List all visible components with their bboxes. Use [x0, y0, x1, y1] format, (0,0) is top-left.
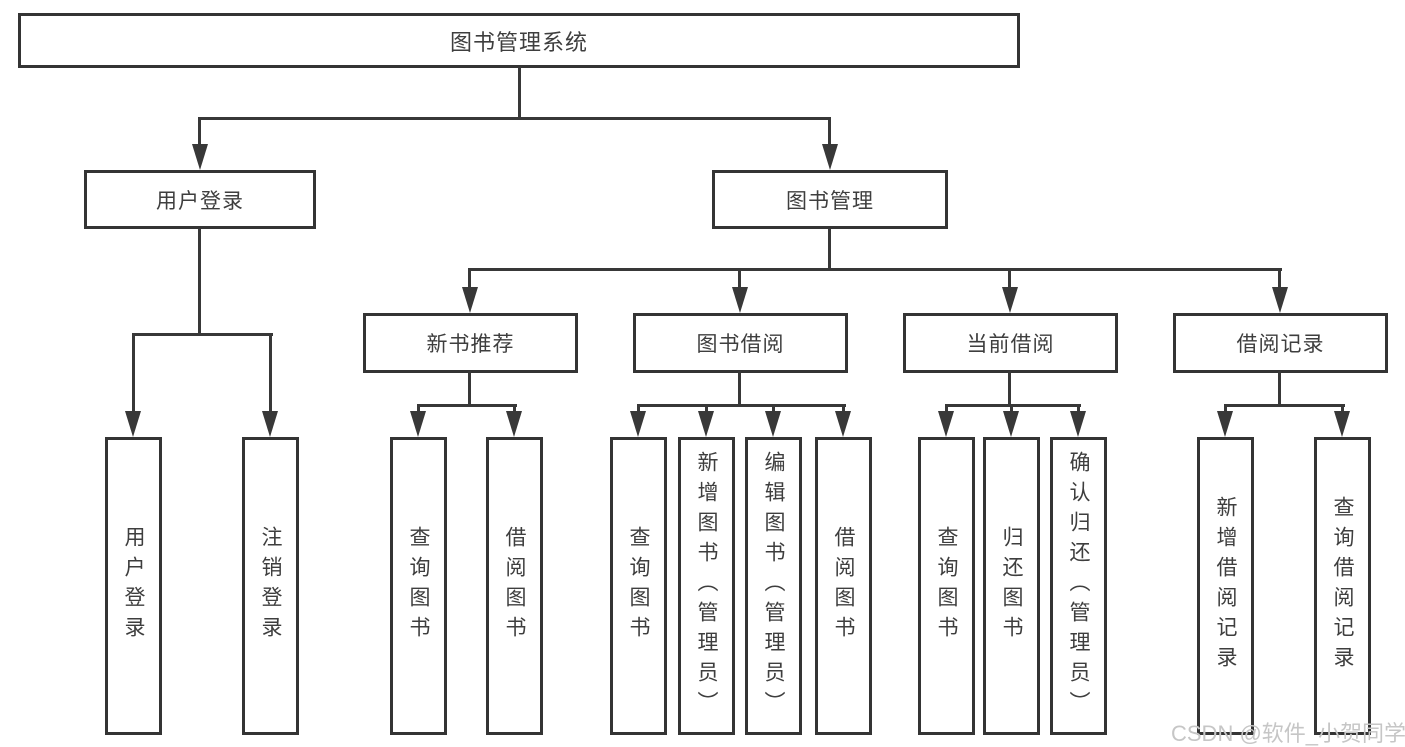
connector-root-vertical [518, 67, 521, 120]
connector-borrowing-drop-3 [772, 404, 775, 414]
connector-userlogin-drop-1 [132, 333, 135, 413]
leaf-label: 注销登录 [259, 526, 282, 646]
leaf-records-add-borrow-record: 新增借阅记录 [1197, 437, 1254, 735]
connector-userlogin-vertical [198, 228, 201, 336]
arrow-down-icon [506, 411, 522, 437]
arrow-down-icon [1334, 411, 1350, 437]
arrow-down-icon [1272, 287, 1288, 313]
leaf-label: 借阅图书 [832, 526, 855, 646]
connector-current-vertical [1008, 371, 1011, 407]
connector-records-drop-1 [1224, 404, 1227, 414]
leaf-current-query-books: 查询图书 [918, 437, 975, 735]
connector-root-drop-left [198, 117, 201, 147]
connector-current-drop-2 [1010, 404, 1013, 414]
leaf-borrowing-query-books: 查询图书 [610, 437, 667, 735]
leaf-label: 确认归还（管理员） [1067, 451, 1090, 721]
connector-current-drop-3 [1077, 404, 1080, 414]
connector-newbook-drop-1 [417, 404, 420, 414]
watermark-text: CSDN @软件_小贺同学 [1171, 721, 1405, 746]
node-label: 图书管理系统 [449, 29, 588, 55]
leaf-label: 查询图书 [407, 526, 430, 646]
arrow-down-icon [822, 144, 838, 170]
connector-newbook-bus [417, 404, 517, 407]
connector-borrowing-drop-1 [637, 404, 640, 414]
leaf-newbook-borrow-books: 借阅图书 [486, 437, 543, 735]
connector-borrowing-drop-2 [705, 404, 708, 414]
leaf-borrowing-edit-books-admin: 编辑图书（管理员） [745, 437, 802, 735]
node-user-login: 用户登录 [84, 170, 316, 229]
arrow-down-icon [1002, 287, 1018, 313]
leaf-current-return-books: 归还图书 [983, 437, 1040, 735]
leaf-label: 归还图书 [1000, 526, 1023, 646]
connector-borrowing-drop-4 [842, 404, 845, 414]
arrow-down-icon [462, 287, 478, 313]
leaf-label: 查询图书 [935, 526, 958, 646]
node-label: 图书管理 [786, 189, 874, 213]
leaf-label: 新增借阅记录 [1214, 496, 1237, 676]
leaf-records-query-borrow-record: 查询借阅记录 [1314, 437, 1371, 735]
arrow-down-icon [765, 411, 781, 437]
arrow-down-icon [192, 144, 208, 170]
connector-records-bus [1224, 404, 1345, 407]
node-book-management: 图书管理 [712, 170, 948, 229]
connector-newbook-drop-2 [513, 404, 516, 414]
connector-current-bus [945, 404, 1081, 407]
node-new-book-recommend: 新书推荐 [363, 313, 578, 373]
connector-root-drop-right [828, 117, 831, 147]
connector-bookmgmt-drop-3 [1008, 268, 1011, 290]
connector-current-drop-1 [945, 404, 948, 414]
arrow-down-icon [938, 411, 954, 437]
arrow-down-icon [262, 411, 278, 437]
node-label: 用户登录 [156, 189, 244, 213]
connector-bookmgmt-bus [468, 268, 1282, 271]
arrow-down-icon [1070, 411, 1086, 437]
connector-records-vertical [1278, 371, 1281, 407]
leaf-label: 借阅图书 [503, 526, 526, 646]
node-label: 图书借阅 [696, 333, 785, 356]
connector-borrowing-vertical [738, 371, 741, 407]
node-label: 新书推荐 [426, 333, 515, 356]
leaf-borrowing-add-books-admin: 新增图书（管理员） [678, 437, 735, 735]
arrow-down-icon [1217, 411, 1233, 437]
leaf-label: 新增图书（管理员） [695, 451, 718, 721]
connector-bookmgmt-drop-2 [738, 268, 741, 290]
arrow-down-icon [125, 411, 141, 437]
arrow-down-icon [1003, 411, 1019, 437]
leaf-user-login: 用户登录 [105, 437, 162, 735]
connector-userlogin-drop-2 [269, 333, 272, 413]
connector-userlogin-bus [132, 333, 273, 336]
arrow-down-icon [630, 411, 646, 437]
connector-borrowing-bus [637, 404, 846, 407]
node-book-borrowing: 图书借阅 [633, 313, 848, 373]
node-label: 当前借阅 [966, 333, 1055, 356]
arrow-down-icon [698, 411, 714, 437]
arrow-down-icon [835, 411, 851, 437]
connector-bookmgmt-drop-4 [1278, 268, 1281, 290]
leaf-borrowing-borrow-books: 借阅图书 [815, 437, 872, 735]
leaf-logout: 注销登录 [242, 437, 299, 735]
leaf-label: 编辑图书（管理员） [762, 451, 785, 721]
connector-root-bus [198, 117, 831, 120]
connector-newbook-vertical [468, 371, 471, 407]
arrow-down-icon [410, 411, 426, 437]
node-current-borrowing: 当前借阅 [903, 313, 1118, 373]
connector-records-drop-2 [1341, 404, 1344, 414]
connector-bookmgmt-vertical [828, 228, 831, 271]
leaf-current-confirm-return-admin: 确认归还（管理员） [1050, 437, 1107, 735]
leaf-label: 查询图书 [627, 526, 650, 646]
leaf-label: 用户登录 [122, 526, 145, 646]
node-borrow-records: 借阅记录 [1173, 313, 1388, 373]
node-label: 借阅记录 [1236, 333, 1325, 356]
node-system-root: 图书管理系统 [18, 13, 1020, 68]
arrow-down-icon [732, 287, 748, 313]
leaf-newbook-query-books: 查询图书 [390, 437, 447, 735]
leaf-label: 查询借阅记录 [1331, 496, 1354, 676]
connector-bookmgmt-drop-1 [468, 268, 471, 290]
